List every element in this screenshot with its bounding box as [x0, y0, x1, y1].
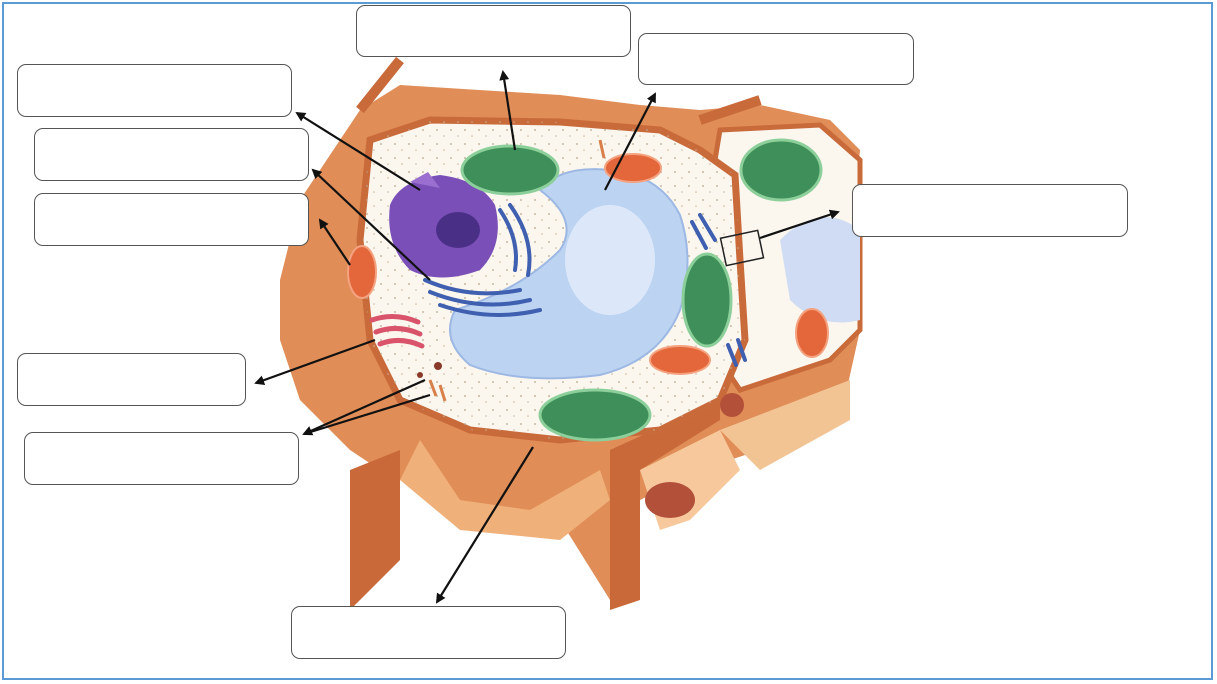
label-box-top-center[interactable]	[356, 5, 631, 57]
label-box-left-5[interactable]	[24, 432, 299, 485]
label-box-right[interactable]	[852, 184, 1128, 237]
label-box-left-4[interactable]	[17, 353, 246, 406]
label-box-left-3[interactable]	[34, 193, 309, 246]
label-box-left-2[interactable]	[34, 128, 309, 181]
label-box-top-right[interactable]	[638, 33, 914, 85]
label-box-left-1[interactable]	[17, 64, 292, 117]
label-box-bottom[interactable]	[291, 606, 566, 659]
